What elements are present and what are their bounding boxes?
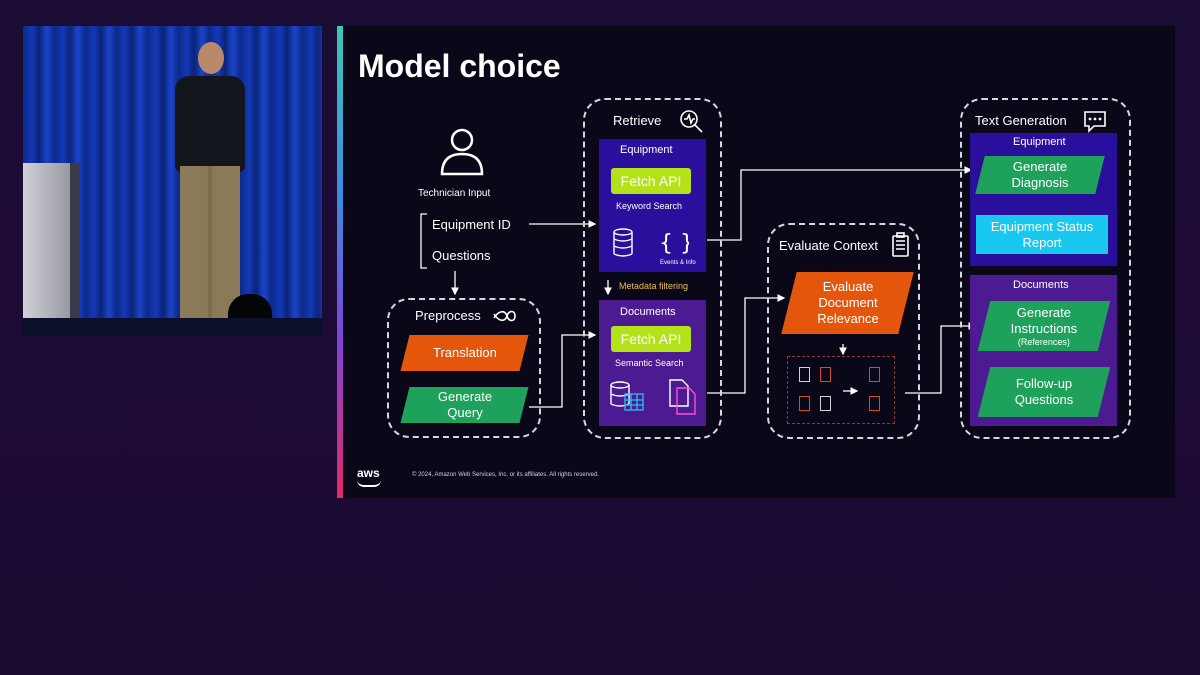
retrieve-equipment-panel	[599, 139, 706, 272]
presentation-slide: Model choice	[337, 26, 1175, 498]
keyword-search-label: Keyword Search	[616, 201, 683, 211]
questions-label: Questions	[432, 248, 491, 263]
semantic-search-label: Semantic Search	[615, 358, 684, 368]
speaker	[175, 76, 245, 172]
stage-floor	[23, 318, 322, 336]
document-icon	[820, 367, 831, 382]
document-icon	[820, 396, 831, 411]
generate-diagnosis-box: Generate Diagnosis	[975, 156, 1105, 194]
text-generation-title: Text Generation	[975, 113, 1067, 128]
retrieve-documents-title: Documents	[620, 306, 676, 318]
speaker-video	[23, 26, 322, 336]
technician-input-label: Technician Input	[418, 188, 491, 199]
text-generation-group	[960, 98, 1131, 439]
generate-query-box: Generate Query	[400, 387, 529, 423]
document-icon	[869, 367, 880, 382]
retrieve-equipment-title: Equipment	[620, 144, 673, 156]
equipment-status-report-box: Equipment Status Report	[976, 215, 1108, 254]
svg-text:{ }: { }	[659, 231, 689, 256]
shuffle-icon	[493, 310, 516, 322]
generation-equipment-title: Equipment	[1013, 136, 1066, 148]
json-braces-icon: { }	[659, 231, 689, 256]
documents-fetch-api: Fetch API	[611, 326, 691, 352]
follow-up-questions-box: Follow-up Questions	[977, 367, 1111, 417]
preprocess-title: Preprocess	[415, 308, 481, 323]
metadata-filtering-label: Metadata filtering	[619, 281, 689, 291]
copyright-footer: © 2024, Amazon Web Services, Inc. or its…	[412, 472, 599, 478]
evaluate-context-group	[767, 223, 920, 439]
translation-box: Translation	[400, 335, 529, 371]
evaluate-context-title: Evaluate Context	[779, 238, 879, 253]
vector-database-icon	[610, 381, 644, 411]
documents-icon	[669, 379, 696, 415]
document-ranking-box	[787, 356, 895, 424]
slide-title: Model choice	[358, 48, 561, 84]
retrieve-title: Retrieve	[613, 113, 662, 128]
document-icon	[869, 396, 880, 411]
magnifier-chart-icon	[680, 110, 703, 133]
equipment-id-label: Equipment ID	[432, 217, 511, 232]
user-icon	[440, 128, 484, 176]
generate-instructions-box: Generate Instructions (References)	[977, 301, 1111, 351]
chat-icon	[1084, 111, 1106, 133]
document-icon	[799, 396, 810, 411]
retrieve-group	[583, 98, 722, 439]
preprocess-group	[387, 298, 541, 438]
document-icon	[799, 367, 810, 382]
equipment-fetch-api: Fetch API	[611, 168, 691, 194]
events-info-label: Events & Info	[660, 260, 696, 266]
database-icon	[613, 228, 633, 257]
aws-logo: aws	[357, 466, 380, 480]
evaluate-relevance-box: Evaluate Document Relevance	[781, 272, 914, 334]
slide-accent-bar	[337, 26, 343, 498]
generation-documents-title: Documents	[1013, 279, 1069, 291]
